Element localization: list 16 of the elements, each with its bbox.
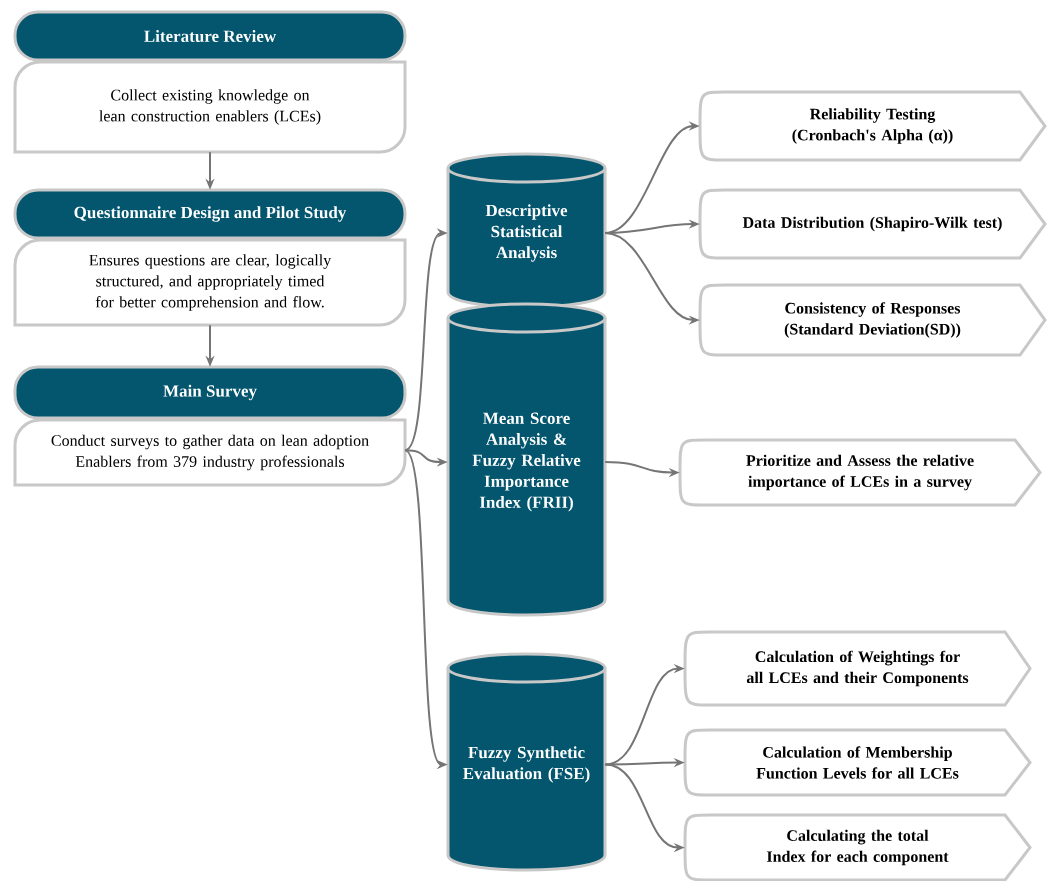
output-box: Calculation of Weightings for all LCEs and their Components <box>683 630 1032 707</box>
step-box: Literature Review Collect existing knowledge on lean construction enablers (LCEs) <box>13 10 407 154</box>
output-box: Consistency of Responses (Standard Deviation(SD)) <box>698 283 1047 357</box>
database-cylinder: Mean Score Analysis & Fuzzy Relative Importance Index (FRII) <box>446 302 607 617</box>
step-box: Questionnaire Design and Pilot Study Ensures questions are clear, logically structured, and appropriately timed for better comprehension and flow. <box>13 188 407 327</box>
output-box: Calculation of Membership Function Levels for all LCEs <box>683 728 1032 797</box>
node-label: Literature Review <box>144 30 277 42</box>
node-label: Main Survey <box>163 384 257 401</box>
output-box: Reliability Testing (Cronbach's Alpha (α)) <box>698 90 1047 162</box>
output-box: Data Distribution (Shapiro-Wilk test) <box>698 188 1047 260</box>
output-box: Calculating the total Index for each component <box>683 813 1032 881</box>
node-label: Questionnaire Design and Pilot Study <box>74 206 347 222</box>
step-box: Main Survey Conduct surveys to gather data on lean adoption Enablers from 379 industry professionals <box>13 365 407 487</box>
database-cylinder: Descriptive Statistical Analysis <box>446 152 607 309</box>
database-cylinder: Fuzzy Synthetic Evaluation (FSE) <box>446 652 607 872</box>
output-box: Prioritize and Assess the relative importance of LCEs in a survey <box>678 438 1042 507</box>
